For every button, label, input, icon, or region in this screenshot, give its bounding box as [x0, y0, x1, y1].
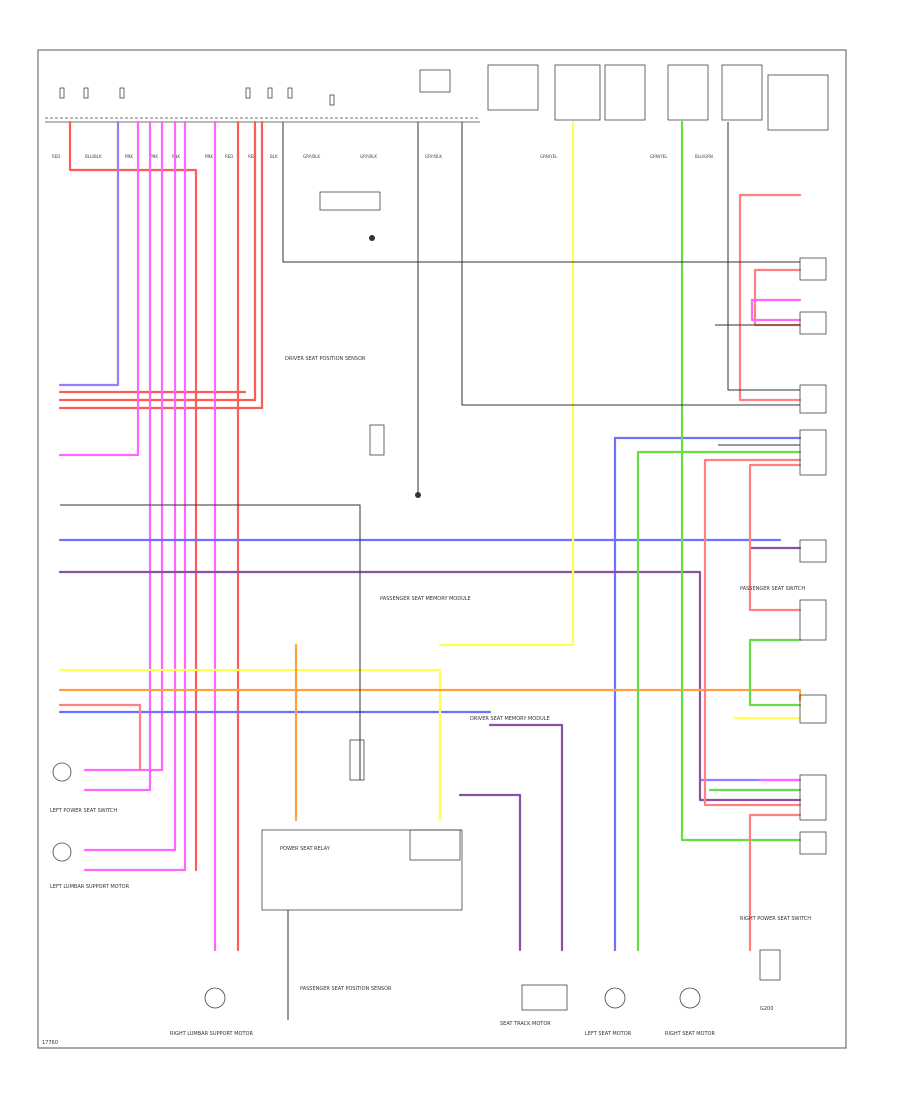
- green-wires: [636, 120, 802, 952]
- purple-wires: [58, 546, 802, 952]
- power-seat-relay-label: POWER SEAT RELAY: [280, 846, 331, 852]
- svg-text:BLK: BLK: [270, 154, 278, 159]
- svg-text:GRY/BLK: GRY/BLK: [360, 154, 377, 159]
- svg-text:RED: RED: [248, 154, 256, 159]
- left-lumbar-support-label: LEFT LUMBAR SUPPORT MOTOR: [50, 884, 130, 890]
- violet-wires: [58, 120, 802, 952]
- top-wire-labels: RED BLU/BLK PNK PNK PNK PNK RED RED BLK …: [52, 154, 713, 159]
- svg-text:GRY/BLK: GRY/BLK: [303, 154, 320, 159]
- svg-text:BLU/GRN: BLU/GRN: [695, 154, 713, 159]
- orange-wires: [58, 643, 802, 822]
- svg-text:RED: RED: [52, 154, 60, 159]
- right-connectors: [759, 257, 827, 981]
- driver-seat-position-sensor-label: DRIVER SEAT POSITION SENSOR: [285, 356, 366, 362]
- svg-text:PNK: PNK: [172, 154, 180, 159]
- passenger-seat-position-sensor-label: PASSENGER SEAT POSITION SENSOR: [300, 986, 392, 992]
- bottom-motors: [52, 762, 701, 1011]
- power-seat-relay-symbol: [261, 191, 463, 911]
- seat-track-motor-label: SEAT TRACK MOTOR: [500, 1021, 551, 1027]
- black-wires: [60, 122, 800, 1020]
- svg-text:GRN/YEL: GRN/YEL: [650, 154, 668, 159]
- passenger-seat-memory-module-label: PASSENGER SEAT MEMORY MODULE: [380, 596, 471, 602]
- svg-text:BLU/BLK: BLU/BLK: [85, 154, 102, 159]
- diagram-frame: [37, 49, 847, 1049]
- right-lumbar-support-label: RIGHT LUMBAR SUPPORT MOTOR: [170, 1031, 253, 1037]
- top-fuse-labels: [59, 64, 829, 131]
- svg-text:PNK: PNK: [125, 154, 133, 159]
- svg-text:RED: RED: [225, 154, 233, 159]
- svg-text:GRY/BLK: GRY/BLK: [425, 154, 442, 159]
- left-power-seat-switch-label: LEFT POWER SEAT SWITCH: [50, 808, 117, 814]
- svg-text:PNK: PNK: [205, 154, 213, 159]
- right-seat-motor-label: RIGHT SEAT MOTOR: [665, 1031, 715, 1037]
- magenta-wires: [750, 298, 802, 782]
- ground-point-label: G200: [760, 1006, 773, 1012]
- yellow-wires: [58, 120, 802, 822]
- footer-code: 17760: [42, 1040, 58, 1046]
- driver-seat-memory-module-label: DRIVER SEAT MEMORY MODULE: [470, 716, 550, 722]
- svg-text:GRN/YEL: GRN/YEL: [540, 154, 558, 159]
- red-wires: [58, 120, 264, 952]
- passenger-seat-switch-label: PASSENGER SEAT SWITCH: [740, 586, 805, 592]
- pink-wires: [58, 120, 217, 952]
- component-labels: LEFT POWER SEAT SWITCH DRIVER SEAT POSIT…: [50, 356, 811, 1037]
- svg-text:PNK: PNK: [150, 154, 158, 159]
- right-power-seat-switch-label: RIGHT POWER SEAT SWITCH: [740, 916, 811, 922]
- left-seat-motor-label: LEFT SEAT MOTOR: [585, 1031, 632, 1037]
